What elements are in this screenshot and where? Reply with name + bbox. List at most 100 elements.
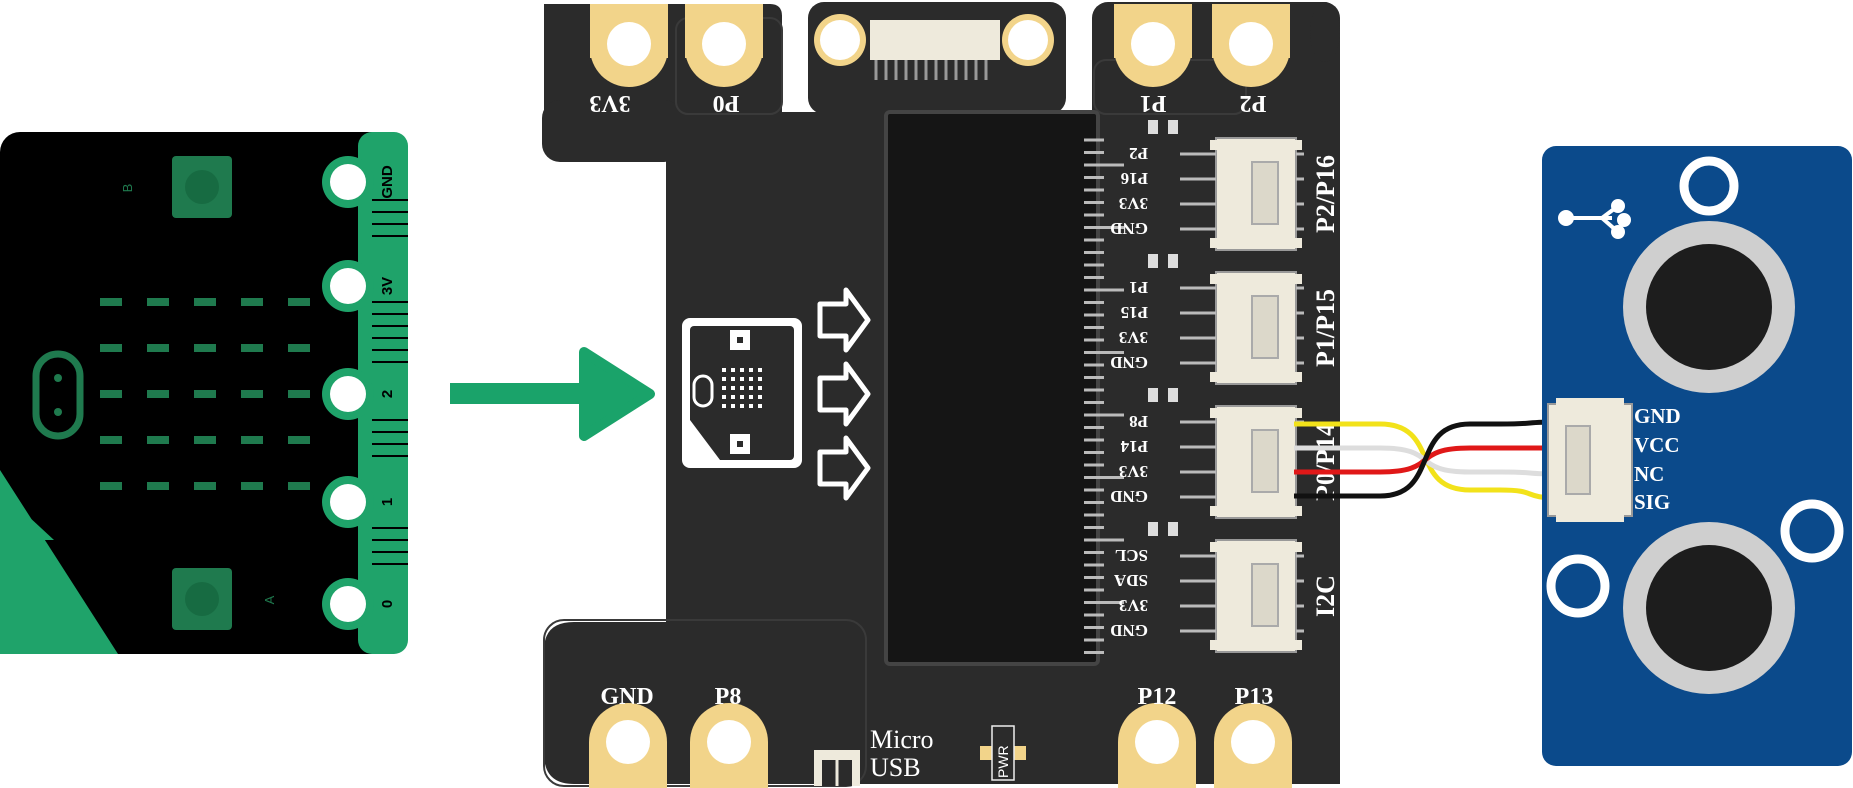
microbit-corner-decoration — [0, 470, 118, 654]
connector-pin-label: GND — [1110, 219, 1148, 238]
transducer-bottom — [1623, 522, 1795, 694]
insert-arrows — [817, 287, 871, 501]
usb-label-line1: Micro — [870, 725, 934, 754]
pad-gnd — [589, 703, 667, 788]
sensor-pin-label: SIG — [1634, 490, 1670, 514]
led — [241, 390, 263, 398]
edge-connector-teeth — [372, 199, 408, 565]
pad-p13 — [1214, 703, 1292, 788]
pwr-label: PWR — [995, 745, 1011, 778]
power-led — [980, 725, 1026, 781]
icon-led — [749, 404, 753, 408]
led — [194, 344, 216, 352]
led — [241, 298, 263, 306]
transducer-top — [1623, 221, 1795, 393]
expansion-board: 3V3 P0 P1 P2 GND P8 P12 P13 Micro USB — [542, 2, 1340, 788]
wire-black — [1294, 419, 1570, 499]
edge-connector-slot — [884, 110, 1124, 666]
edge-pin-label: 0 — [379, 600, 396, 608]
connector-pin-label: P16 — [1121, 169, 1148, 188]
pad-p8 — [690, 703, 768, 788]
pad-label-p12: P12 — [1138, 684, 1177, 710]
usb-label-line2: USB — [870, 753, 921, 782]
icon-led — [740, 386, 744, 390]
led — [241, 344, 263, 352]
icon-led — [731, 386, 735, 390]
led — [194, 436, 216, 444]
pad-label-p13: P13 — [1235, 684, 1274, 710]
sensor-pin-label: NC — [1634, 462, 1664, 486]
sensor-pin-label: VCC — [1634, 433, 1680, 457]
led — [147, 390, 169, 398]
led — [194, 482, 216, 490]
icon-led — [749, 395, 753, 399]
connector-pin-label: 3V3 — [1119, 194, 1148, 213]
connector-name: P1/P15 — [1311, 289, 1340, 367]
microbit-button-b[interactable] — [172, 156, 232, 218]
pad-label-3v3: 3V3 — [589, 90, 630, 116]
button-a-label: A — [262, 595, 277, 604]
pad-3v3 — [590, 4, 668, 87]
icon-led — [758, 377, 762, 381]
pad-label-p8: P8 — [715, 684, 742, 710]
edge-pin-label: GND — [379, 165, 396, 199]
icon-led — [722, 368, 726, 372]
microbit-pin-rings — [322, 156, 374, 630]
connector-pin-label: GND — [1110, 487, 1148, 506]
pad-p2 — [1212, 4, 1290, 87]
icon-led — [749, 386, 753, 390]
connector-pin-label: 3V3 — [1119, 462, 1148, 481]
icon-led — [758, 404, 762, 408]
connector-pin-label: SDA — [1113, 571, 1148, 590]
icon-led — [740, 377, 744, 381]
connector-pin-label: GND — [1110, 353, 1148, 372]
led — [147, 482, 169, 490]
edge-pin-label: 3V — [379, 277, 396, 295]
icon-led — [722, 386, 726, 390]
top-header-connector — [814, 14, 1054, 80]
connector-pin-label: GND — [1110, 621, 1148, 640]
connector-pin-label: P14 — [1120, 437, 1148, 456]
pad-p12 — [1118, 703, 1196, 788]
led-matrix — [100, 298, 310, 490]
connector-pin-label: 3V3 — [1119, 596, 1148, 615]
pad-p1 — [1114, 4, 1192, 87]
connector-pin-label: P1 — [1129, 278, 1148, 297]
connection-wires — [1294, 419, 1570, 501]
led — [288, 298, 310, 306]
microbit-logo — [32, 350, 84, 440]
icon-led — [731, 368, 735, 372]
microbit-button-a[interactable] — [172, 568, 232, 630]
connector-name: I2C — [1311, 575, 1340, 617]
icon-led — [740, 368, 744, 372]
direction-arrow — [450, 347, 655, 441]
led — [100, 482, 122, 490]
wire-red — [1294, 445, 1570, 475]
connector-name: P2/P16 — [1311, 155, 1340, 233]
pad-label-p0: P0 — [713, 90, 740, 116]
microbit-edge-connector — [358, 132, 408, 654]
pad-label-p2: P2 — [1240, 90, 1267, 116]
connector-pin-label: P8 — [1129, 412, 1148, 431]
icon-led — [758, 395, 762, 399]
icon-led — [731, 395, 735, 399]
icon-led — [722, 377, 726, 381]
pad-label-gnd: GND — [600, 684, 653, 710]
button-b-label: B — [120, 184, 135, 193]
microbit-icon — [682, 318, 802, 468]
connector-pin-label: 3V3 — [1119, 328, 1148, 347]
icon-led — [758, 386, 762, 390]
icon-led — [749, 377, 753, 381]
sensor-pin-label: GND — [1634, 404, 1681, 428]
connector-pin-label: SCL — [1115, 546, 1148, 565]
led — [147, 344, 169, 352]
microbit-corner-decoration — [0, 490, 54, 540]
wire-yellow — [1294, 421, 1570, 501]
edge-pin-label: 2 — [379, 390, 396, 398]
icon-led — [740, 395, 744, 399]
